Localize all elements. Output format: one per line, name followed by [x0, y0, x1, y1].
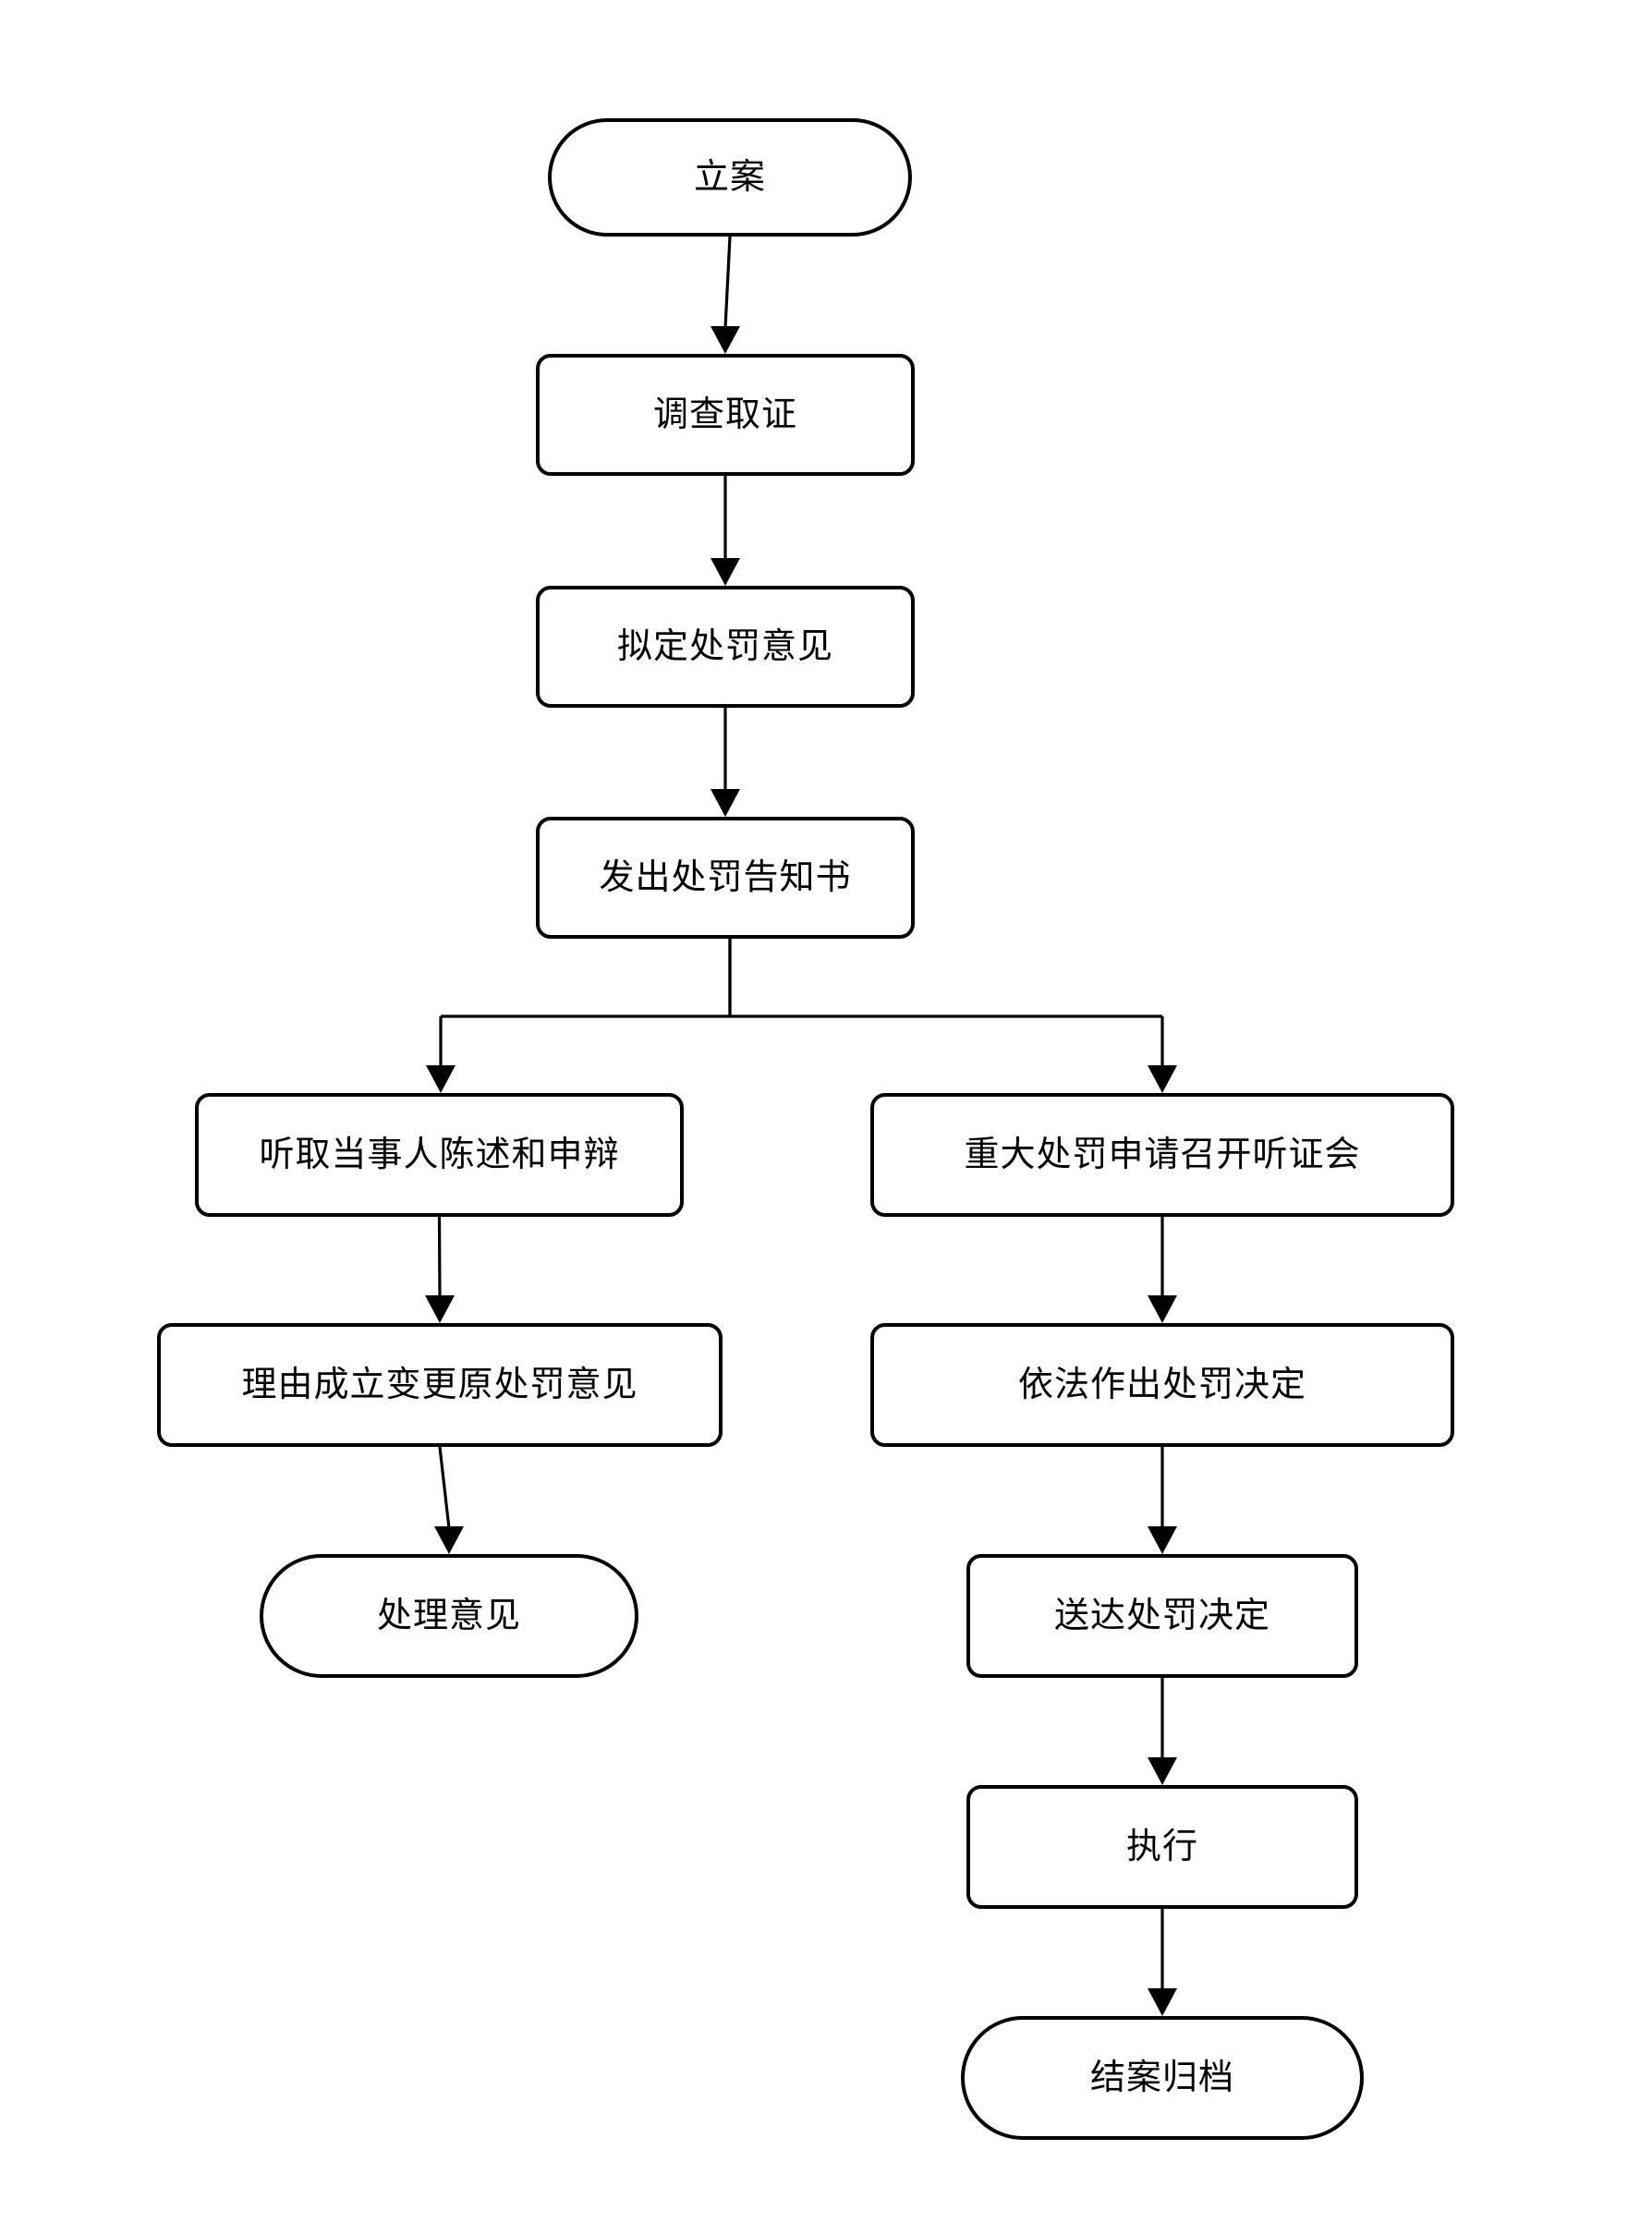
flow-node-label: 拟定处罚意见 — [616, 626, 833, 667]
edge-n10-to-n11-arrow — [1148, 1757, 1177, 1785]
flow-node-n1[interactable]: 立案 — [548, 118, 912, 237]
edge-n4-to-n5-arrow — [426, 1065, 456, 1093]
edge-n1-to-n2 — [723, 236, 732, 329]
flow-node-label: 送达处罚决定 — [1053, 1595, 1270, 1636]
flow-node-label: 调查取证 — [652, 394, 797, 435]
edge-n7-to-n9-arrow — [434, 1526, 464, 1554]
edge-n7-to-n9 — [438, 1446, 451, 1529]
flow-node-n4[interactable]: 发出处罚告知书 — [536, 817, 915, 939]
flow-node-n11[interactable]: 执行 — [966, 1785, 1358, 1909]
flow-node-label: 立案 — [693, 156, 766, 198]
flow-node-label: 执行 — [1125, 1826, 1198, 1867]
flow-node-label: 结案归档 — [1089, 2057, 1234, 2098]
flow-node-label: 理由成立变更原处罚意见 — [241, 1364, 638, 1405]
flow-node-n8[interactable]: 依法作出处罚决定 — [870, 1323, 1454, 1447]
edge-n6-to-n8-arrow — [1148, 1295, 1177, 1323]
edge-n2-to-n3-arrow — [711, 558, 740, 586]
flow-node-n2[interactable]: 调查取证 — [536, 354, 915, 476]
edge-n8-to-n10-arrow — [1148, 1526, 1177, 1554]
flow-node-n9[interactable]: 处理意见 — [260, 1554, 638, 1678]
flow-node-n5[interactable]: 听取当事人陈述和申辩 — [195, 1093, 684, 1217]
flow-node-n10[interactable]: 送达处罚决定 — [966, 1554, 1358, 1678]
edge-n4-to-n6-arrow — [1148, 1065, 1177, 1093]
flow-node-n6[interactable]: 重大处罚申请召开听证会 — [870, 1093, 1454, 1217]
edge-n3-to-n4-arrow — [711, 789, 740, 817]
flow-node-label: 处理意见 — [376, 1595, 521, 1636]
flow-node-label: 听取当事人陈述和申辩 — [259, 1134, 620, 1175]
flow-node-n7[interactable]: 理由成立变更原处罚意见 — [157, 1323, 723, 1447]
edge-n5-to-n7-arrow — [425, 1295, 455, 1323]
edge-n5-to-n7 — [437, 1216, 442, 1298]
flow-node-n3[interactable]: 拟定处罚意见 — [536, 586, 915, 708]
edge-n11-to-n12-arrow — [1148, 1988, 1177, 2016]
flow-node-n12[interactable]: 结案归档 — [961, 2016, 1364, 2140]
edge-n1-to-n2-arrow — [711, 326, 740, 354]
flow-node-label: 重大处罚申请召开听证会 — [964, 1134, 1361, 1175]
flow-node-label: 发出处罚告知书 — [599, 856, 852, 898]
flow-node-label: 依法作出处罚决定 — [1017, 1364, 1306, 1405]
